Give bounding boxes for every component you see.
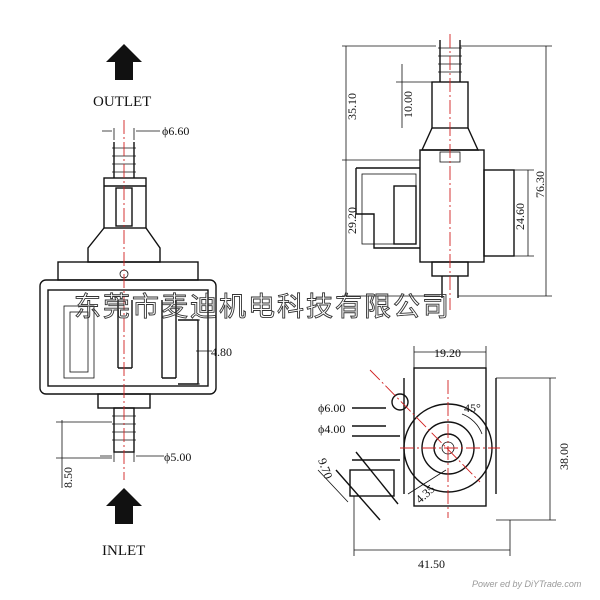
dim-970: 9.70 bbox=[315, 456, 335, 481]
dim-d400: ϕ4.00 bbox=[318, 422, 345, 436]
front-view: OUTLET INLET ϕ6.60 4.80 8.50 bbox=[39, 44, 232, 559]
side-view: 35.10 29.20 10.00 24.60 76.30 bbox=[342, 34, 552, 310]
inlet-label: INLET bbox=[102, 543, 145, 559]
dim-45deg: 45° bbox=[464, 401, 481, 415]
dim-3510: 35.10 bbox=[345, 93, 359, 120]
dim-2920: 29.20 bbox=[345, 207, 359, 234]
dim-1920: 19.20 bbox=[434, 346, 461, 360]
dim-d660: ϕ6.60 bbox=[162, 124, 189, 138]
dim-1000: 10.00 bbox=[401, 91, 415, 118]
dim-3800: 38.00 bbox=[557, 443, 571, 470]
dim-2460: 24.60 bbox=[513, 203, 527, 230]
dim-4150: 41.50 bbox=[418, 557, 445, 571]
outlet-arrow-icon bbox=[106, 44, 142, 80]
company-watermark: 东莞市麦迪机电科技有限公司 bbox=[74, 292, 451, 323]
dim-480: 4.80 bbox=[211, 345, 232, 359]
dim-d600: ϕ6.00 bbox=[318, 401, 345, 415]
dim-d500: ϕ5.00 bbox=[164, 450, 191, 464]
credit-text: Power ed by DiYTrade.com bbox=[472, 579, 582, 589]
dim-7630: 76.30 bbox=[533, 171, 547, 198]
dim-850: 8.50 bbox=[61, 467, 75, 488]
dim-435: 4.35 bbox=[413, 482, 438, 506]
inlet-arrow-icon bbox=[106, 488, 142, 524]
outlet-label: OUTLET bbox=[93, 94, 151, 110]
bottom-view: 19.20 ϕ6.00 ϕ4.00 45° 38.00 9.70 4.35 41… bbox=[315, 346, 571, 571]
